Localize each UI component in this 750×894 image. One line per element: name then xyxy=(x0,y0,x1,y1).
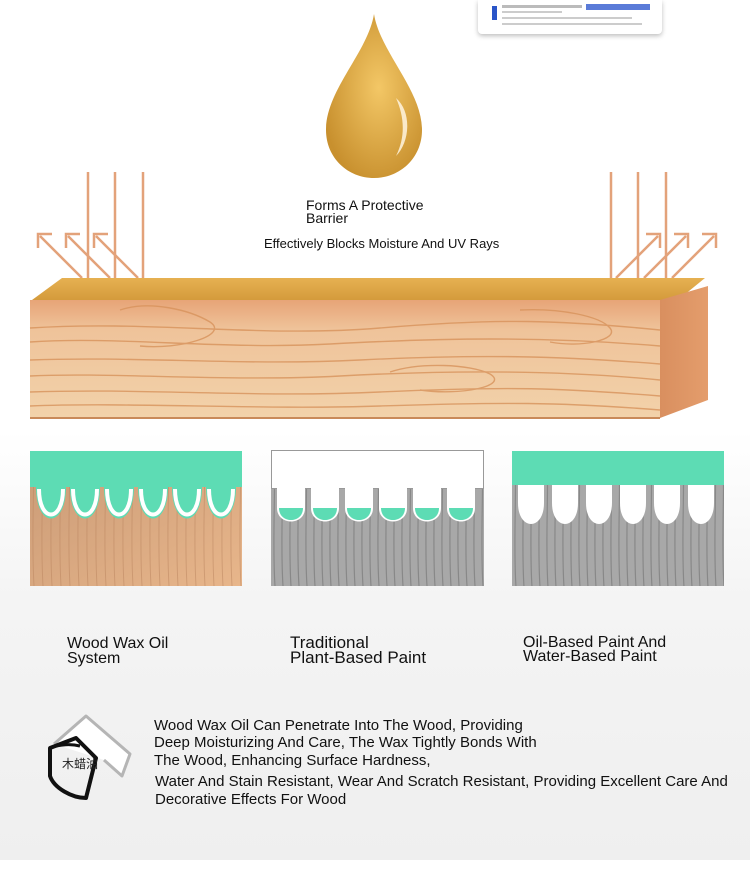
uv-arrows-left xyxy=(36,172,145,279)
description-line5: Decorative Effects For Wood xyxy=(155,791,347,808)
description-line1: Wood Wax Oil Can Penetrate Into The Wood… xyxy=(154,717,523,734)
description-line4: Water And Stain Resistant, Wear And Scra… xyxy=(155,773,728,790)
panel-wood-wax-oil xyxy=(30,451,242,586)
label-plant-paint-line1: Traditional xyxy=(290,633,369,652)
barrier-title-line1: Forms A Protective xyxy=(306,197,424,213)
description-line2: Deep Moisturizing And Care, The Wax Tigh… xyxy=(154,734,537,751)
panel-oil-water-based-paint xyxy=(512,451,724,586)
description-line3: The Wood, Enhancing Surface Hardness, xyxy=(154,752,431,769)
label-plant-paint-line2: Plant-Based Paint xyxy=(290,648,427,667)
barrier-subtitle: Effectively Blocks Moisture And UV Rays xyxy=(264,236,500,251)
svg-text:木蜡油: 木蜡油 xyxy=(62,757,98,771)
barrier-title-line2: Barrier xyxy=(306,210,349,226)
label-oil-water-paint-line1: Oil-Based Paint And xyxy=(523,634,667,651)
wood-block-illustration xyxy=(0,160,750,430)
uv-arrows-right xyxy=(609,172,718,279)
label-wood-wax-oil-line2: System xyxy=(67,650,121,667)
wood-grain xyxy=(29,305,661,411)
label-print xyxy=(492,4,650,25)
panel-plant-based-paint xyxy=(271,450,484,586)
paint-bucket-icon: 木蜡油 xyxy=(46,714,136,800)
label-wood-wax-oil-line1: Wood Wax Oil xyxy=(67,635,169,652)
oil-drop-icon xyxy=(322,12,426,180)
label-oil-water-paint-line2: Water-Based Paint xyxy=(523,648,657,665)
product-label-card xyxy=(478,0,662,34)
